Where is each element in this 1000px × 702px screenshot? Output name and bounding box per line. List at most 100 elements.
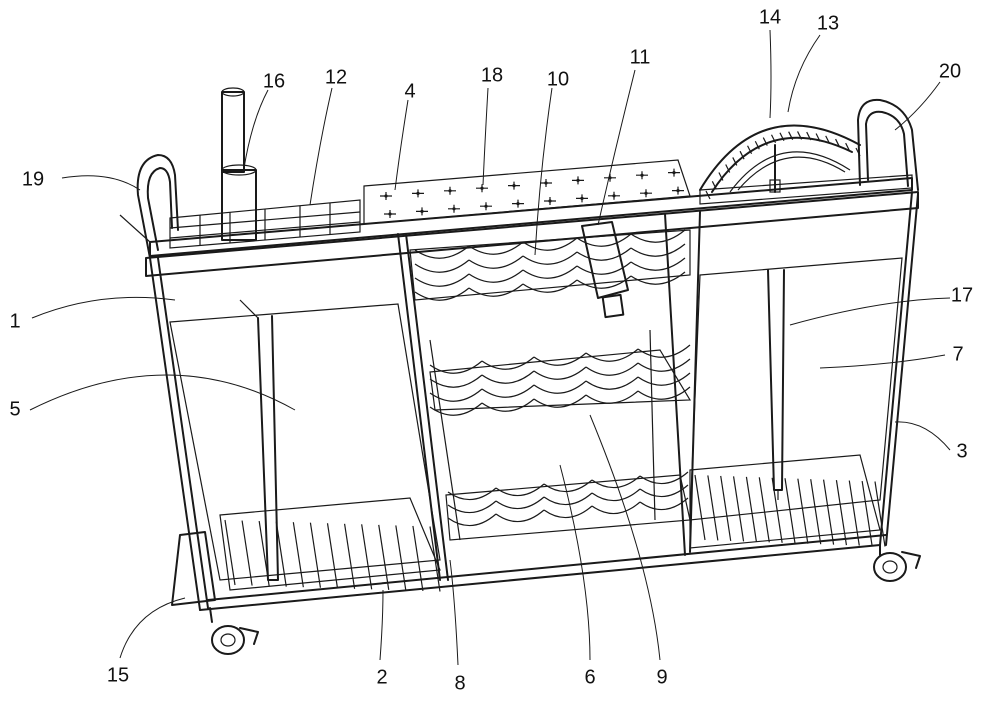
leader-lines (29, 29, 951, 666)
label-4: 4 (404, 80, 415, 102)
plate-hole (544, 197, 556, 205)
bristle (845, 142, 851, 152)
holder-row (414, 257, 686, 287)
label-3: 3 (956, 440, 967, 462)
grid-bar (309, 522, 322, 588)
grid-bar (848, 480, 860, 546)
bristle (725, 164, 731, 173)
bristle (747, 145, 753, 155)
plate-hole (380, 192, 392, 200)
label-19: 19 (22, 168, 44, 190)
top-left-grid (169, 199, 361, 249)
holder-row (429, 344, 691, 374)
holder-row (414, 229, 686, 259)
grid-bar (861, 480, 873, 547)
grid-bar (258, 520, 270, 587)
bristle (732, 157, 738, 166)
grid-bar (771, 477, 783, 543)
plate-hole (572, 176, 584, 185)
grid-bar (326, 523, 339, 589)
grid-bar (224, 519, 236, 586)
grid-bar (378, 524, 390, 590)
grid-bar (758, 477, 770, 543)
plate-hole (608, 191, 620, 200)
holder-row (447, 471, 689, 501)
grid-bar (720, 475, 732, 542)
drip-tray (171, 531, 216, 606)
holder-row (429, 372, 691, 402)
holder-row (414, 271, 686, 301)
bottom-grid-right (689, 454, 886, 549)
bristle (770, 134, 777, 144)
holder-row (447, 484, 689, 514)
label-17: 17 (951, 284, 973, 306)
label-11: 11 (630, 46, 651, 68)
plate-hole (540, 179, 552, 187)
plate-hole (476, 184, 488, 193)
bristle (754, 140, 760, 150)
holder-row (429, 386, 691, 416)
label-12: 12 (325, 66, 347, 88)
bottle-rack-bottom (447, 471, 689, 527)
grid-bar (707, 475, 719, 541)
bottle-rack-middle (429, 344, 691, 416)
label-2: 2 (376, 666, 387, 688)
bristle (806, 131, 812, 141)
grid-bar (292, 522, 304, 588)
bristle (762, 137, 768, 146)
bristle (855, 147, 861, 157)
plate-hole (512, 199, 524, 208)
umbrella-holder (221, 87, 257, 241)
bristle (825, 135, 831, 145)
bristle (779, 132, 785, 142)
grid-bar (745, 476, 758, 542)
perforated-plate (363, 159, 691, 225)
label-1: 1 (9, 310, 20, 332)
grid-bar (412, 525, 424, 592)
caster-right (873, 544, 921, 582)
bottle (581, 221, 629, 319)
plate-hole (576, 194, 588, 203)
bottom-grid-left (219, 497, 441, 592)
bristle (718, 172, 724, 181)
grid-bar (241, 520, 253, 586)
grid-bar (732, 476, 745, 542)
plate-hole (444, 186, 456, 195)
label-6: 6 (584, 666, 595, 688)
grid-bar (395, 525, 407, 591)
label-8: 8 (454, 672, 465, 694)
plate-hole (672, 186, 684, 195)
label-20: 20 (939, 60, 961, 82)
plate-hole (412, 189, 424, 198)
bristle (739, 150, 745, 160)
bristle (788, 131, 794, 140)
grid-bar (835, 480, 848, 546)
grid-bar (810, 479, 822, 545)
grid-bar (694, 474, 706, 541)
frame (119, 177, 919, 611)
grid-bar (822, 479, 835, 545)
label-15: 15 (107, 664, 129, 686)
label-14: 14 (759, 6, 781, 28)
caster-left (209, 607, 259, 655)
grid-bar (784, 478, 796, 544)
bottle-rack-top (414, 229, 686, 301)
plate-hole (668, 168, 680, 177)
grid-bar (275, 521, 287, 587)
plate-hole (448, 204, 460, 213)
holder-row (414, 243, 686, 273)
grid-bar (874, 481, 886, 547)
bristle (711, 181, 717, 190)
label-16: 16 (263, 70, 285, 92)
label-7: 7 (952, 343, 963, 365)
plate-hole (636, 171, 648, 180)
label-13: 13 (817, 12, 839, 34)
bristle (835, 138, 841, 148)
label-9: 9 (656, 666, 667, 688)
label-18: 18 (481, 64, 503, 86)
bristle (797, 131, 803, 140)
right-handle (857, 98, 919, 191)
arch-brushes (699, 124, 913, 205)
